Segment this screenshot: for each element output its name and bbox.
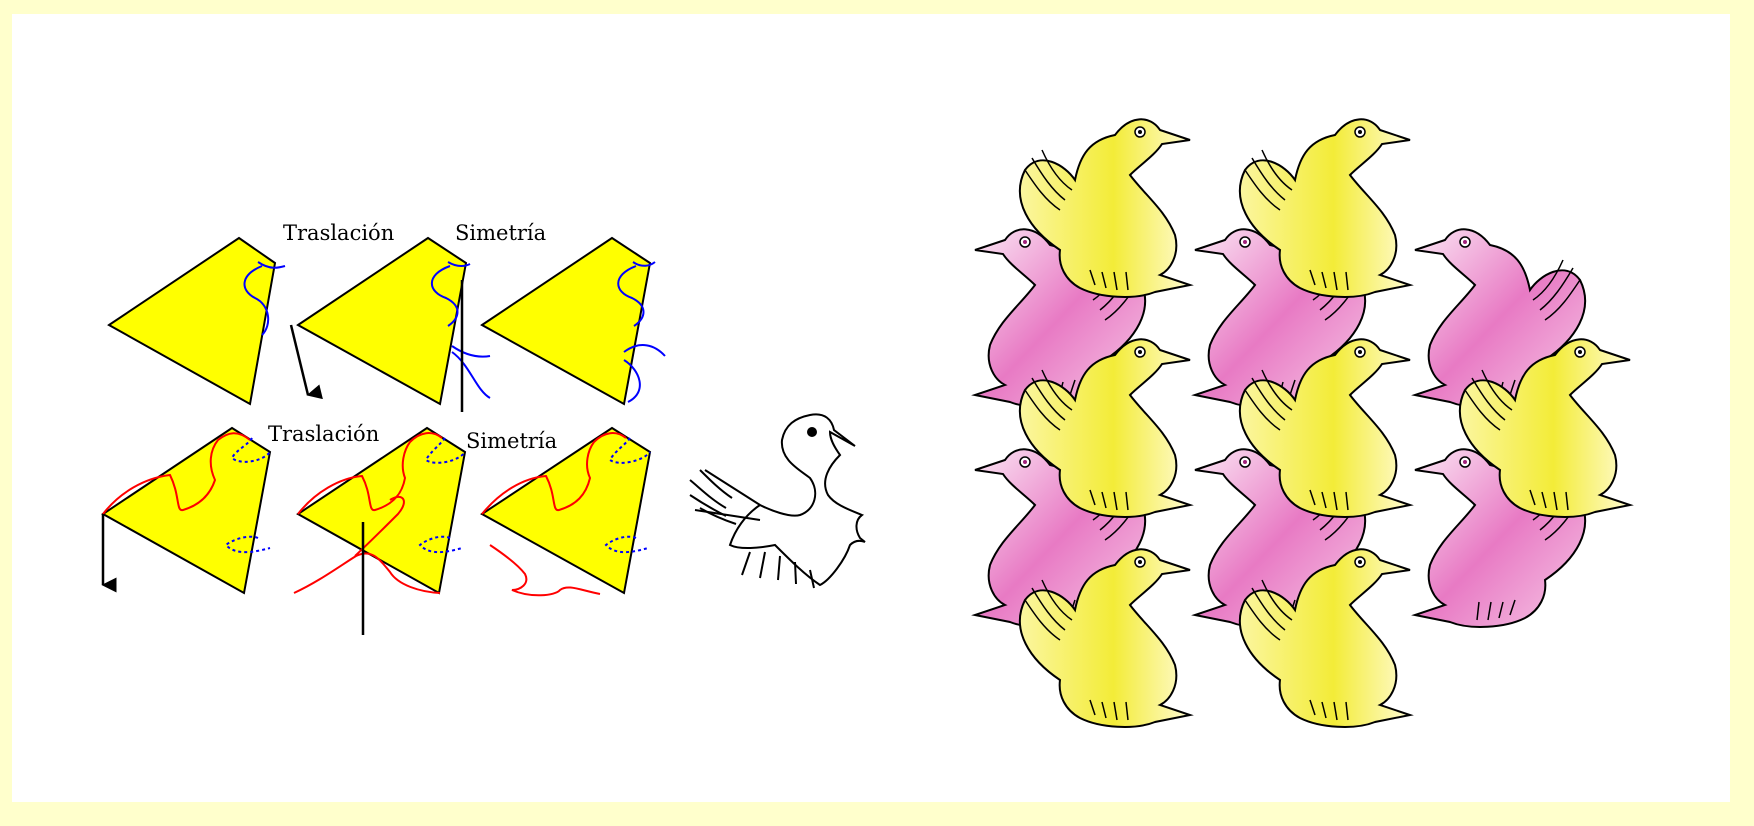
tile-top-2 (296, 236, 491, 406)
label-translation-top: Traslación (283, 221, 394, 245)
tile-top-3 (480, 236, 666, 406)
bird-outline-icon (689, 413, 866, 589)
label-symmetry-top: Simetría (455, 221, 546, 245)
tile-bottom-1 (101, 426, 272, 595)
label-symmetry-bottom: Simetría (466, 429, 557, 453)
tile-top-1 (107, 236, 286, 406)
illustration-panel (12, 14, 1730, 802)
translation-arrow-top (289, 324, 323, 400)
tile-bottom-2 (293, 426, 467, 595)
label-translation-bottom: Traslación (268, 422, 379, 446)
tile-bottom-3 (480, 426, 652, 597)
bird-tessellation-icon (974, 118, 1631, 728)
